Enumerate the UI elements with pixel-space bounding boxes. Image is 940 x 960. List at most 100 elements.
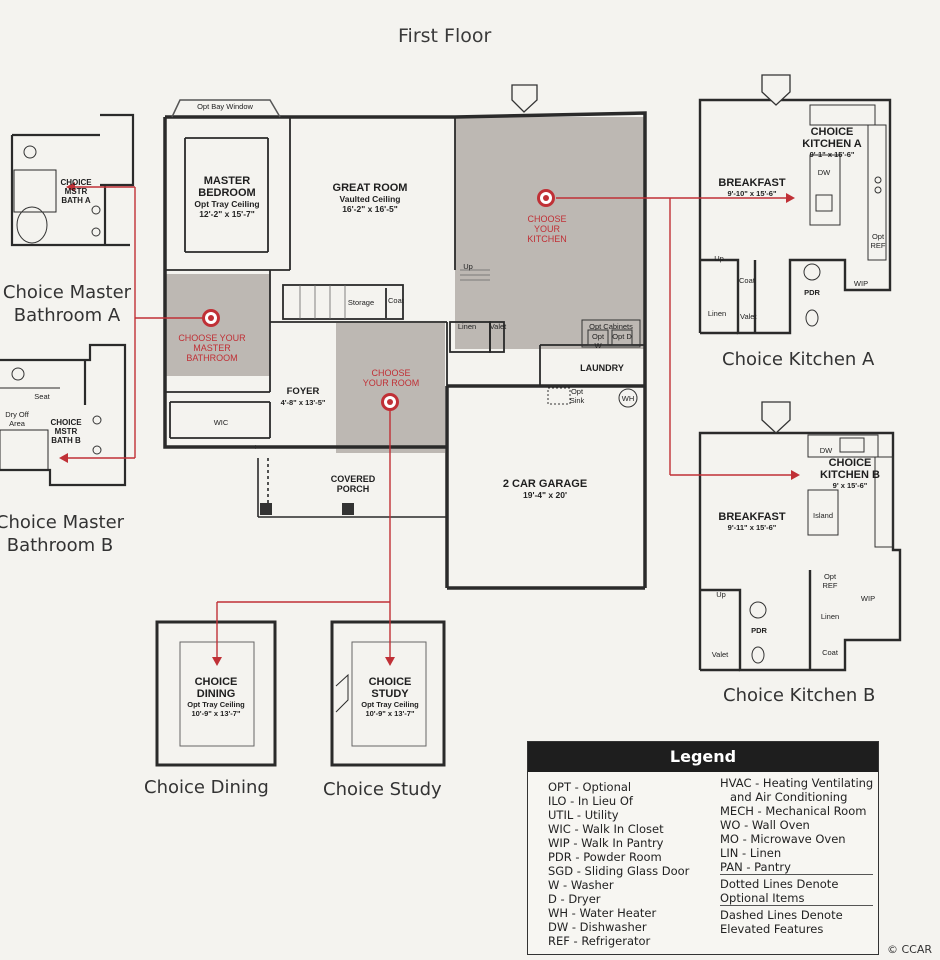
dining-label: CHOICE DINING Opt Tray Ceiling 10'-9" x … xyxy=(176,676,256,718)
kitchen-b-dw-label: DW xyxy=(819,446,833,455)
porch-column xyxy=(260,503,272,515)
kitchen-b-valet-label: Valet xyxy=(711,650,729,659)
legend-box: Legend OPT - Optional ILO - In Lieu Of U… xyxy=(527,741,879,955)
kitchen-a-wip-label: WIP xyxy=(853,279,869,288)
stairs xyxy=(299,269,490,319)
kitchen-b-breakfast-label: BREAKFAST 9'-11" x 15'-6" xyxy=(710,511,794,532)
room-sub: Opt Tray Ceiling xyxy=(187,700,245,709)
up-label: Up xyxy=(463,262,473,271)
room-dims: 10'-9" x 13'-7" xyxy=(191,709,241,718)
target-markers xyxy=(202,189,555,411)
study-caption: Choice Study xyxy=(323,779,442,800)
room-dims: 9'-1" x 15'-6" xyxy=(809,150,855,159)
kitchen-a-breakfast-label: BREAKFAST 9'-10" x 15'-6" xyxy=(710,177,794,198)
kitchen-b-linen-label: Linen xyxy=(820,612,840,621)
kitchen-b-label: CHOICE KITCHEN B 9' x 15'-6" xyxy=(808,457,892,490)
kitchen-a-walls xyxy=(698,98,892,335)
kitchen-b-pdr-toilet xyxy=(751,646,765,664)
kitchen-shaded-area xyxy=(455,117,645,349)
kitchen-a-dw-label: DW xyxy=(817,168,831,177)
room-dims: 19'-4" x 20' xyxy=(523,490,567,500)
room-name: FOYER xyxy=(286,386,320,397)
master-bath-shaded-area xyxy=(165,274,270,376)
kitchen-a-burner xyxy=(874,176,882,184)
legend-entry: DW - Dishwasher xyxy=(548,920,647,934)
bath-a-sink xyxy=(91,205,101,215)
opt-w-label: Opt W xyxy=(591,332,605,350)
kitchen-a-label: CHOICE KITCHEN A 9'-1" x 15'-6" xyxy=(790,126,874,159)
kitchen-b-pdr-label: PDR xyxy=(751,626,767,635)
valet-label: Valet xyxy=(489,322,507,331)
room-dims: 16'-2" x 16'-5" xyxy=(342,204,398,214)
choose-room-label[interactable]: CHOOSE YOUR ROOM xyxy=(362,368,420,388)
interior-walls xyxy=(165,117,645,439)
kitchen-b-counter xyxy=(874,456,894,548)
ccar-watermark: © CCAR xyxy=(886,943,932,956)
bath-b-toilet xyxy=(11,367,25,381)
main-house-walls xyxy=(163,111,647,590)
bath-b-sink xyxy=(92,415,102,425)
bath-b-sink xyxy=(92,445,102,455)
room-name: BREAKFAST xyxy=(718,177,786,189)
garage-label: 2 CAR GARAGE 19'-4" x 20' xyxy=(470,478,620,500)
bath-a-tub xyxy=(16,206,48,244)
laundry-cabinets xyxy=(581,319,641,348)
legend-entry: ILO - In Lieu Of xyxy=(548,794,633,808)
dining-caption: Choice Dining xyxy=(144,777,269,798)
legend-entry: Optional Items xyxy=(720,891,874,906)
room-name: CHOICE KITCHEN A xyxy=(802,126,862,150)
storage-label: Storage xyxy=(347,298,375,307)
watermark-text: CCAR xyxy=(901,943,932,956)
choice-connectors xyxy=(65,186,795,660)
porch-column xyxy=(342,503,354,515)
kitchen-a-coat-label: Coat xyxy=(739,276,755,285)
legend-entry: W - Washer xyxy=(548,878,614,892)
kitchen-a-up-label: Up xyxy=(714,254,724,263)
kitchen-a-burner xyxy=(874,186,882,194)
bath-b-dry-off-label: Dry Off Area xyxy=(5,410,29,428)
water-heater-label: WH xyxy=(621,394,635,403)
kitchen-a-fireplace xyxy=(761,74,791,106)
room-name: BREAKFAST xyxy=(718,511,786,523)
kitchen-a-pdr-label: PDR xyxy=(804,288,820,297)
room-sub: Vaulted Ceiling xyxy=(339,194,401,204)
room-dims: 9'-11" x 15'-6" xyxy=(727,523,777,532)
kitchen-b-caption: Choice Kitchen B xyxy=(723,685,876,706)
room-dims: 10'-9" x 13'-7" xyxy=(365,709,415,718)
legend-left-column: OPT - Optional ILO - In Lieu Of UTIL - U… xyxy=(548,780,689,948)
legend-entry: MECH - Mechanical Room xyxy=(720,804,867,818)
master-bedroom-label: MASTER BEDROOM Opt Tray Ceiling 12'-2" x… xyxy=(185,175,269,219)
bath-b-seat-label: Seat xyxy=(34,392,50,401)
legend-entry: MO - Microwave Oven xyxy=(720,832,846,846)
connector-arrowheads xyxy=(59,182,800,666)
kitchen-b-walls xyxy=(698,431,902,672)
foyer-label: FOYER 4'-8" x 13'-5" xyxy=(278,386,328,407)
kitchen-b-coat-label: Coat xyxy=(822,648,838,657)
coat-label: Coat xyxy=(388,296,404,305)
kitchen-a-pdr-toilet xyxy=(805,309,819,327)
opt-bay-window-label: Opt Bay Window xyxy=(197,102,253,111)
kitchen-a-counter xyxy=(867,124,887,261)
legend-entry: Elevated Features xyxy=(720,922,824,936)
room-name: MASTER BEDROOM xyxy=(198,175,256,199)
legend-entry: WO - Wall Oven xyxy=(720,818,810,832)
legend-title: Legend xyxy=(528,742,878,772)
kitchen-b-up-label: Up xyxy=(716,590,726,599)
bath-a-toilet xyxy=(23,145,37,159)
bath-a-sink xyxy=(91,227,101,237)
choose-master-bath-label[interactable]: CHOOSE YOUR MASTER BATHROOM xyxy=(178,333,246,363)
room-dims: 9' x 15'-6" xyxy=(832,481,868,490)
legend-entry: Dotted Lines Denote xyxy=(720,877,839,891)
kitchen-b-counter xyxy=(807,434,879,458)
legend-entry: PDR - Powder Room xyxy=(548,850,662,864)
legend-entry: REF - Refrigerator xyxy=(548,934,651,948)
dryer xyxy=(611,329,633,346)
room-name: 2 CAR GARAGE xyxy=(502,478,588,490)
kitchen-a-opt-ref-label: Opt REF xyxy=(870,232,886,250)
water-heater xyxy=(618,388,638,408)
opt-cabinets-label: Opt Cabinets xyxy=(589,322,633,331)
choose-kitchen-label[interactable]: CHOOSE YOUR KITCHEN xyxy=(527,214,567,244)
room-name: GREAT ROOM xyxy=(332,182,408,194)
kitchen-a-caption: Choice Kitchen A xyxy=(722,349,875,370)
